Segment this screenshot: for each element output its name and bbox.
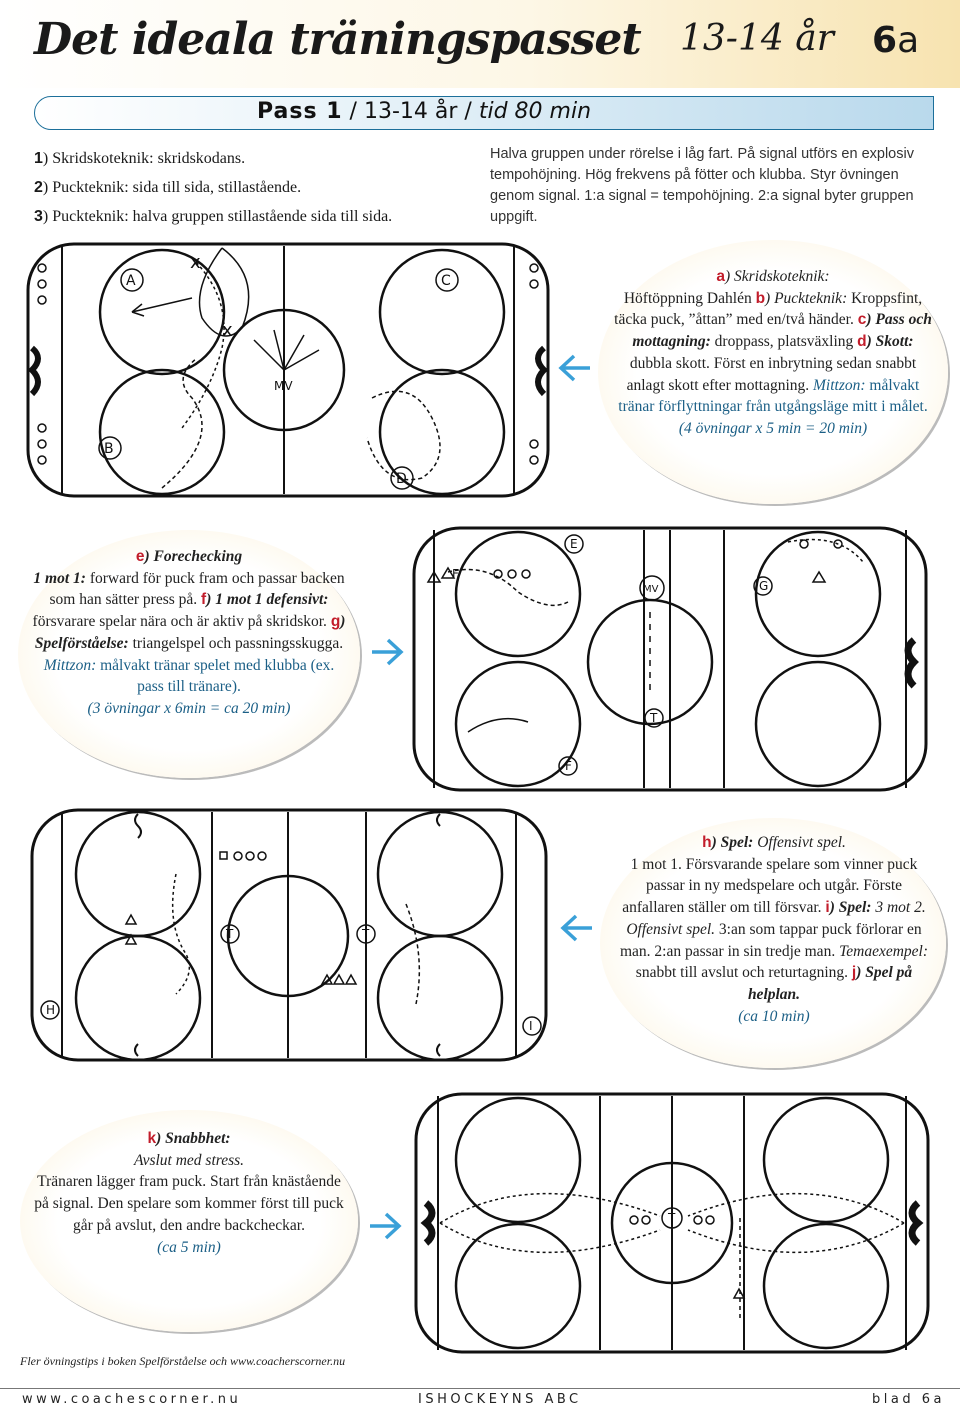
page-title: Det ideala träningspasset [34, 14, 642, 65]
sheet-code-letter: a [897, 20, 920, 61]
exercise-text-h: h) Spel: Offensivt spel. 1 mot 1. Försva… [619, 834, 929, 1025]
exercise-box-k [20, 1110, 358, 1332]
pass-age: 13-14 år [363, 99, 458, 124]
rink3-label: H [46, 1003, 55, 1017]
rink1-label: x [190, 252, 201, 273]
exercise-box-e [18, 530, 360, 778]
rink1-label: MV [274, 379, 293, 393]
header-band: Det ideala träningspasset 13-14 år 6a [0, 0, 960, 88]
pointer-arrow-icon [370, 1212, 402, 1240]
rink-diagram-4: T [410, 1088, 934, 1358]
rink2-label: F [452, 567, 459, 581]
rink-diagram-1-drawing: A C B D MV x x [26, 242, 550, 498]
age-group: 13-14 år [680, 18, 834, 59]
warmup-list: 1) Skridskoteknik: skridskodans. 2) Puck… [34, 144, 464, 231]
rink3-label: T [361, 927, 370, 941]
rink4-label: T [667, 1211, 676, 1225]
rink2-label: E [570, 537, 578, 551]
rink-diagram-2: E F G MV T F [408, 522, 932, 796]
rink3-label: T [225, 927, 234, 941]
exercise-text-a: a) Skridskoteknik: Höftöppning Dahlén b)… [614, 268, 932, 437]
sheet-code: 6a [872, 20, 919, 61]
pointer-arrow-icon [558, 354, 590, 382]
rink1-label: A [126, 273, 136, 289]
rink1-label: B [104, 441, 114, 457]
rink1-label: C [441, 273, 451, 289]
pass-time: tid 80 min [478, 99, 592, 124]
pass-heading: Pass 1 / 13-14 år / tid 80 min [257, 99, 591, 124]
exercise-text-e: e) Forechecking 1 mot 1: forward för puc… [32, 548, 346, 717]
footer-website: www.coachescorner.nu [22, 1392, 242, 1407]
warmup-item: 1) Skridskoteknik: skridskodans. [34, 150, 246, 167]
pointer-arrow-icon [560, 914, 592, 942]
pointer-arrow-icon [372, 638, 404, 666]
warmup-item: 3) Puckteknik: halva gruppen stillaståen… [34, 208, 393, 225]
pass-sep2: / [464, 99, 472, 124]
pass-bar: Pass 1 / 13-14 år / tid 80 min [34, 96, 934, 130]
warmup-item: 2) Puckteknik: sida till sida, stillastå… [34, 179, 302, 196]
warmup-description: Halva gruppen under rörelse i låg fart. … [490, 146, 914, 225]
rink2-label: MV [643, 584, 659, 595]
exercise-box-a [598, 240, 948, 504]
rink3-label: I [529, 1019, 533, 1033]
footer-series: ISHOCKEYNS ABC [418, 1392, 582, 1407]
rink2-label: G [759, 579, 768, 593]
exercise-text-k: k) Snabbhet: Avslut med stress. Tränaren… [34, 1130, 344, 1256]
rink2-label: T [649, 711, 658, 725]
exercise-box-h [600, 818, 946, 1068]
pass-sep: / [349, 99, 357, 124]
rink1-label: x [222, 320, 233, 341]
footer-sheet: blad 6a [872, 1392, 945, 1407]
rink-diagram-3: H I T T [26, 804, 552, 1066]
rink-diagram-1: A C B D MV x x [22, 238, 554, 502]
sheet-code-number: 6 [872, 20, 898, 61]
footer: www.coachescorner.nu ISHOCKEYNS ABC blad… [0, 1388, 960, 1408]
tip-note: Fler övningstips i boken Spelförståelse … [20, 1354, 346, 1368]
rink-diagram-2-drawing: E F G MV T F [412, 526, 928, 792]
pass-name: Pass 1 [257, 99, 343, 124]
rink-diagram-3-drawing: H I T T [30, 808, 548, 1062]
rink2-label: F [565, 759, 572, 773]
rink1-label: D [396, 471, 407, 487]
rink-diagram-4-drawing: T [414, 1092, 930, 1354]
